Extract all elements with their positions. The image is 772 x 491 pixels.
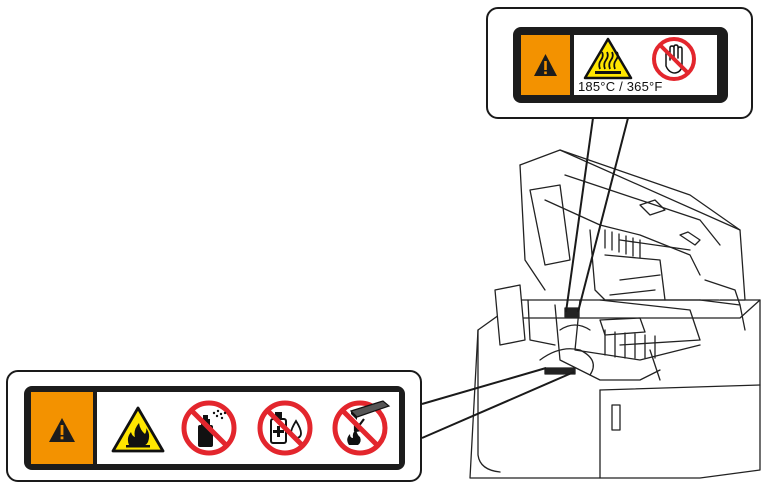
label-orange-tab [521,35,570,95]
warning-icon [521,35,570,95]
top-leader-line-1 [566,118,593,312]
flammable-icon [111,406,165,454]
hot-surface-icon [583,37,633,81]
label-white-panel [97,392,399,464]
do-not-touch-icon [651,36,697,82]
warning-icon [31,392,93,464]
temperature-text: 185°C / 365°F [578,79,663,94]
no-spray-icon [180,399,238,457]
bottom-leader-line-1 [422,368,546,404]
no-solvent-icon [256,399,314,457]
hot-surface-warning-label: 185°C / 365°F [513,27,728,103]
top-callout-frame: 185°C / 365°F [486,7,753,119]
no-fire-toner-icon [331,397,393,459]
label-orange-tab [31,392,93,464]
flammable-warning-label [24,386,405,470]
label-white-panel: 185°C / 365°F [574,35,717,95]
bottom-callout-frame [6,370,422,482]
top-leader-line-2 [578,118,628,312]
